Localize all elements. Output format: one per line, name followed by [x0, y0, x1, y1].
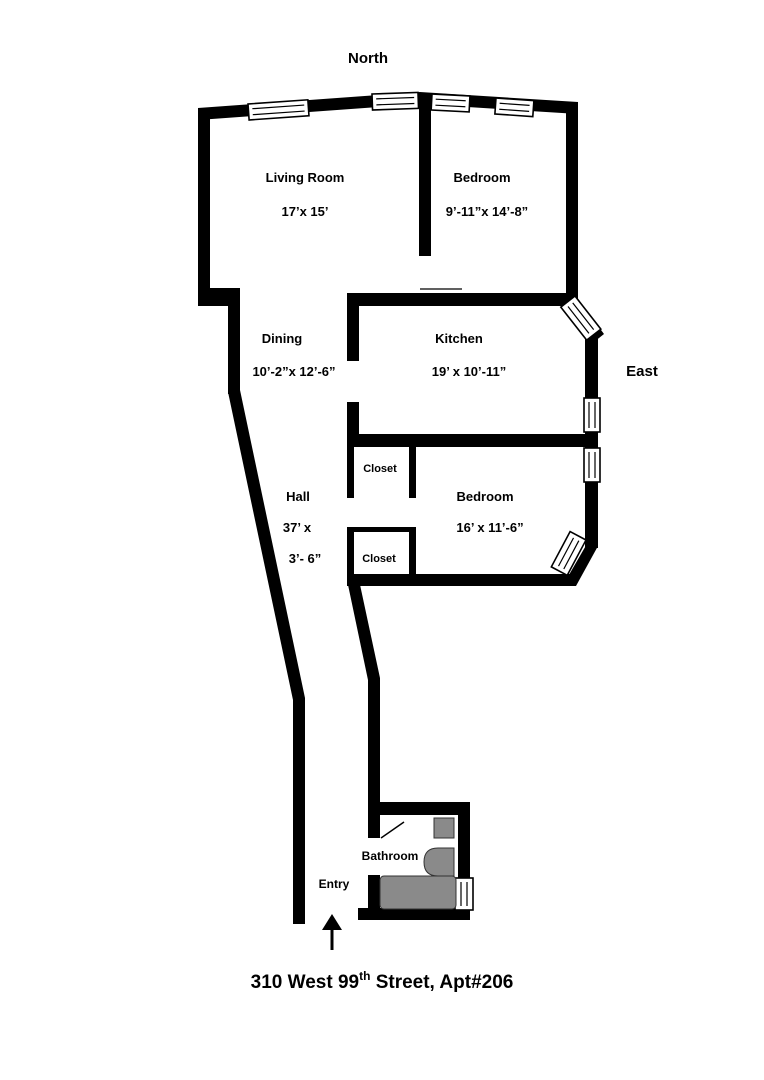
compass-east: East: [626, 363, 658, 380]
kitchen-dims: 19’ x 10’-11”: [432, 364, 506, 379]
bedroom-north-name: Bedroom: [453, 170, 510, 185]
toilet: [423, 847, 455, 877]
wall-bathroom-north: [368, 802, 470, 815]
address-title: 310 West 99th Street, Apt#206: [251, 969, 514, 993]
address-rest: Street, Apt#206: [370, 972, 513, 993]
window-bedroom-2: [494, 97, 535, 118]
sink: [433, 817, 455, 839]
wall-kitchen-west-upper: [347, 293, 359, 361]
dining-name: Dining: [262, 331, 302, 346]
wall-east-hall: [368, 678, 380, 838]
living-room-dims: 17’x 15’: [282, 204, 329, 219]
wall-bedroom-south: [347, 574, 576, 586]
bathroom-fixtures: [379, 817, 457, 910]
wall-west-dining: [228, 288, 240, 394]
wall-closet-upper-west: [347, 444, 354, 498]
wall-kitchen-south: [347, 434, 598, 447]
hall-dims-line2: 3’- 6”: [289, 551, 322, 566]
wall-living-bedroom-partition: [419, 98, 431, 256]
compass-north: North: [348, 50, 388, 67]
wall-kitchen-north: [347, 293, 576, 306]
bathroom-door-swing: [380, 821, 405, 839]
entry-arrow-icon: [322, 914, 342, 950]
wall-west-living: [198, 108, 210, 306]
living-room-name: Living Room: [266, 170, 345, 185]
wall-east-hall-diagonal: [347, 580, 380, 680]
kitchen-name: Kitchen: [435, 331, 483, 346]
wall-west-hall: [293, 698, 305, 924]
window-living-2: [371, 91, 420, 111]
walls: [198, 92, 604, 924]
wall-closet-lower-west: [347, 527, 354, 585]
window-kitchen-east: [583, 397, 601, 433]
window-bedroom-angled: [550, 530, 588, 577]
wall-closet-upper-east: [409, 444, 416, 498]
hall-name: Hall: [286, 489, 310, 504]
window-bedroom-1: [430, 93, 471, 113]
closet-lower-name: Closet: [362, 553, 396, 565]
hall-dims-line1: 37’ x: [283, 520, 312, 535]
wall-east-bedroom: [566, 102, 578, 306]
bedroom-east-dims: 16’ x 11’-6”: [456, 520, 523, 535]
bedroom-north-dims: 9’-11”x 14’-8”: [446, 204, 528, 219]
wall-bathroom-west-lower: [368, 875, 380, 920]
dining-dims: 10’-2”x 12’-6”: [252, 364, 335, 379]
wall-bathroom-south: [358, 908, 470, 920]
bedroom-east-name: Bedroom: [456, 489, 513, 504]
window-bedroom-east: [583, 447, 601, 483]
closet-upper-name: Closet: [363, 463, 397, 475]
bathroom-name: Bathroom: [362, 849, 419, 863]
windows: [247, 91, 602, 911]
entry-name: Entry: [319, 877, 350, 891]
address-main: 310 West 99: [251, 972, 359, 993]
wall-closet-lower-top: [347, 527, 414, 532]
bathtub: [379, 875, 457, 910]
wall-west-hall-diagonal: [228, 390, 305, 700]
window-bathroom: [454, 877, 474, 911]
wall-closet-lower-east: [409, 527, 416, 585]
window-living-1: [247, 98, 310, 121]
wall-kitchen-west-lower: [347, 402, 359, 444]
address-sup: th: [359, 969, 370, 983]
window-kitchen-angled: [559, 294, 602, 342]
